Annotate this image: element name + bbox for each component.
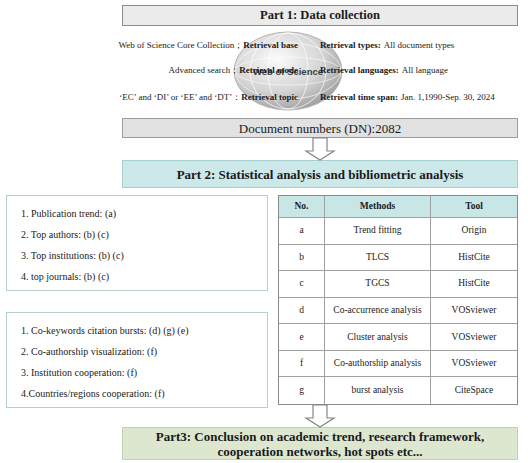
- band-title: Part 2: Statistical analysis and bibliom…: [177, 167, 464, 182]
- table-cell: Co-authorship analysis: [325, 351, 431, 378]
- analysis-list: 1. Co-keywords citation bursts: (d) (g) …: [6, 312, 268, 408]
- hollow-arrow: [306, 138, 334, 160]
- retrieval-line: Retrieval types:All document types: [320, 39, 454, 51]
- section-header: Part 2: Statistical analysis and bibliom…: [122, 160, 518, 188]
- retrieval-line: Retrieval languages:All language: [320, 64, 448, 76]
- field-label: Retrieval topic: [241, 91, 298, 103]
- list-item: 1. Co-keywords citation bursts: (d) (g) …: [21, 320, 257, 341]
- table-cell: VOSviewer: [431, 324, 517, 351]
- field-label: Retrieval types:: [320, 39, 381, 51]
- table-cell: d: [279, 298, 325, 325]
- section-header: Part 1: Data collection: [122, 5, 518, 26]
- band-title: Document numbers (DN):2082: [239, 121, 401, 136]
- field-label: Retrieval mode: [239, 64, 298, 76]
- list-item: 4. top journals: (b) (c): [21, 266, 257, 287]
- table-cell: Cluster analysis: [325, 324, 431, 351]
- table-cell: b: [279, 245, 325, 272]
- retrieval-line: ‘EC’ and ‘DI’ or ‘EE’ and ‘DT’：Retrieval…: [119, 91, 298, 103]
- table-cell: burst analysis: [325, 377, 431, 404]
- table-cell: f: [279, 351, 325, 378]
- field-label: Retrieval base: [243, 39, 298, 51]
- table-header: No.: [279, 196, 325, 218]
- retrieval-line: Retrieval time span:Jan. 1,1990-Sep. 30,…: [320, 91, 495, 103]
- analysis-list: 1. Publication trend: (a)2. Top authors:…: [6, 195, 268, 291]
- field-label: Retrieval time span:: [320, 91, 398, 103]
- list-item: 3. Top institutions: (b) (c): [21, 245, 257, 266]
- count-bar: Document numbers (DN):2082: [122, 118, 518, 138]
- field-value: All language: [402, 64, 448, 76]
- list-item: 2. Co-authorship visualization: (f): [21, 341, 257, 362]
- field-value: Web of Science Core Collection；: [119, 39, 244, 51]
- retrieval-line: Advanced search；Retrieval mode: [169, 64, 298, 76]
- band-title: Part 1: Data collection: [260, 8, 380, 23]
- conclusion-band: Part3: Conclusion on academic trend, res…: [122, 427, 518, 460]
- table-cell: Origin: [431, 218, 517, 245]
- list-item: 3. Institution cooperation: (f): [21, 362, 257, 383]
- table-cell: c: [279, 271, 325, 298]
- field-value: Advanced search；: [169, 64, 240, 76]
- table-cell: HistCite: [431, 271, 517, 298]
- table-header: Methods: [325, 196, 431, 218]
- retrieval-line: Web of Science Core Collection；Retrieval…: [119, 39, 298, 51]
- hollow-arrow: [306, 405, 334, 427]
- methods-table: No.MethodsTool aTrend fittingOrigin bTLCSH…: [278, 195, 518, 405]
- field-value: Jan. 1,1990-Sep. 30, 2024: [401, 91, 495, 103]
- field-label: Retrieval languages:: [320, 64, 399, 76]
- table-cell: TLCS: [325, 245, 431, 272]
- field-value: All document types: [384, 39, 455, 51]
- list-item: 2. Top authors: (b) (c): [21, 224, 257, 245]
- table-cell: VOSviewer: [431, 351, 517, 378]
- band-title: Part3: Conclusion on academic trend, res…: [145, 429, 495, 459]
- list-item: 1. Publication trend: (a): [21, 203, 257, 224]
- table-cell: Co-accurrence analysis: [325, 298, 431, 325]
- table-cell: Trend fitting: [325, 218, 431, 245]
- table-cell: VOSviewer: [431, 298, 517, 325]
- table-cell: e: [279, 324, 325, 351]
- list-item: 4.Countries/regions cooperation: (f): [21, 383, 257, 404]
- table-cell: CiteSpace: [431, 377, 517, 404]
- table-cell: TGCS: [325, 271, 431, 298]
- table-cell: g: [279, 377, 325, 404]
- table-cell: HistCite: [431, 245, 517, 272]
- table-cell: a: [279, 218, 325, 245]
- table-header: Tool: [431, 196, 517, 218]
- field-value: ‘EC’ and ‘DI’ or ‘EE’ and ‘DT’：: [119, 91, 241, 103]
